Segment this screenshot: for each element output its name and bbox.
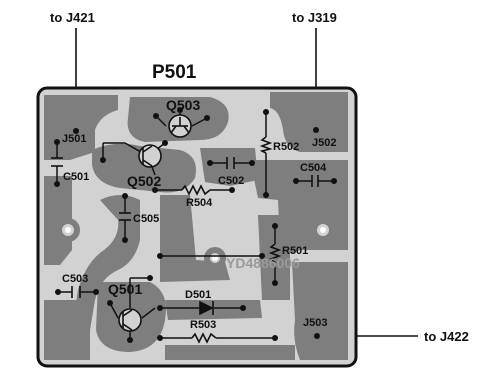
r501-resistor-symbol: [268, 243, 282, 263]
q503-transistor-symbol: [168, 114, 192, 138]
to-j421-label: to J421: [50, 10, 95, 25]
to-j319-label: to J319: [292, 10, 337, 25]
r504-label: R504: [186, 197, 213, 209]
r504-resistor-symbol: [181, 184, 211, 196]
r503-label: R503: [190, 319, 216, 331]
q502-transistor-symbol: [138, 144, 162, 168]
q501-transistor-symbol: [118, 308, 142, 332]
solder-pads: [54, 107, 337, 343]
r503-resistor-symbol: [191, 332, 217, 344]
c502-label: C502: [218, 175, 244, 187]
c503-label: C503: [62, 273, 88, 285]
q501-label: Q501: [108, 281, 142, 297]
d501-diode-symbol: [199, 300, 214, 316]
r502-label: R502: [273, 141, 299, 153]
c503-capacitor-symbol: [71, 286, 81, 298]
j502-label: J502: [312, 137, 336, 149]
copper-traces: [44, 92, 348, 360]
c502-capacitor-symbol: [226, 157, 235, 169]
j501-label: J501: [62, 133, 86, 145]
d501-label: D501: [185, 289, 211, 301]
c501-capacitor-symbol: [51, 157, 63, 167]
board-serial: YD4886006: [226, 255, 300, 271]
component-wiring: [56, 112, 334, 340]
c504-capacitor-symbol: [311, 175, 319, 187]
c505-label: C505: [133, 213, 159, 225]
j503-label: J503: [303, 317, 327, 329]
board-title: P501: [152, 62, 197, 83]
r502-resistor-symbol: [259, 136, 273, 154]
mounting-holes: [56, 218, 335, 269]
c505-capacitor-symbol: [119, 212, 131, 221]
r501-label: R501: [282, 245, 308, 257]
component-symbols: [51, 114, 319, 344]
q503-label: Q503: [166, 97, 200, 113]
q502-label: Q502: [127, 173, 161, 189]
to-j422-label: to J422: [424, 329, 469, 344]
c504-label: C504: [300, 162, 327, 174]
c501-label: C501: [63, 171, 89, 183]
